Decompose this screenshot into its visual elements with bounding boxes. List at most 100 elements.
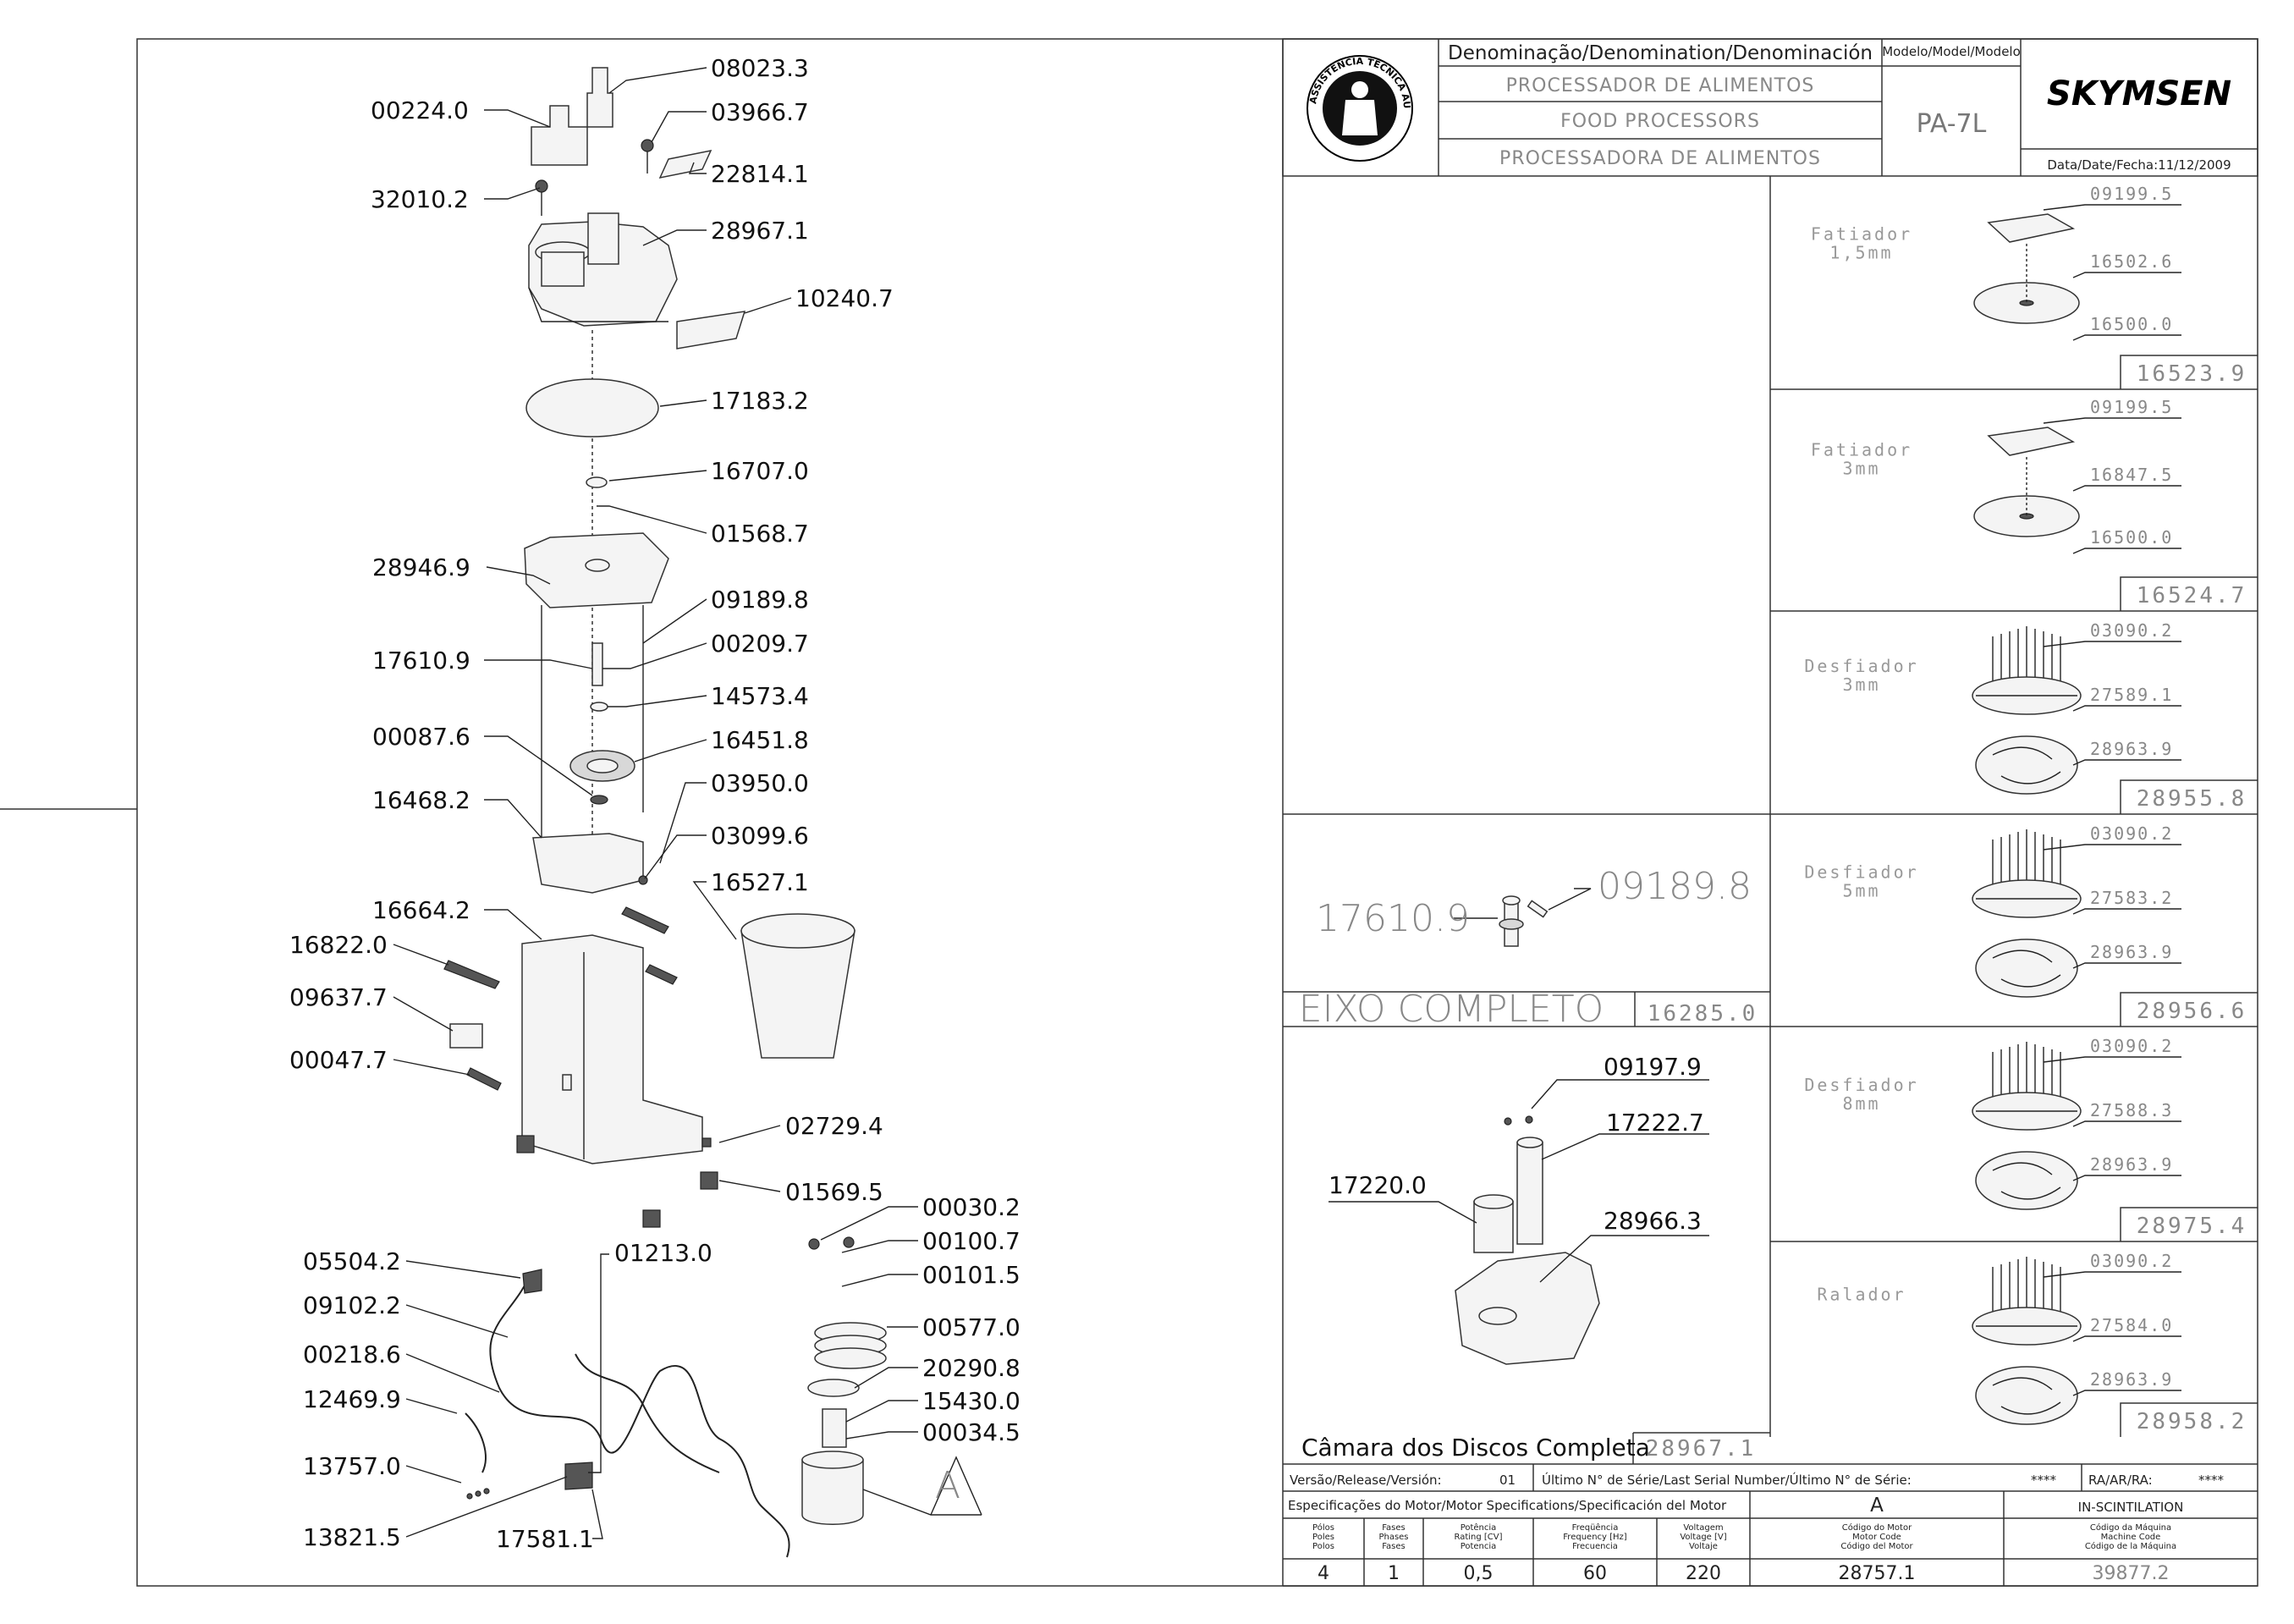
disc-part-label: 27588.3 (2090, 1100, 2173, 1120)
leader-line (2072, 485, 2181, 492)
label-plate (449, 1023, 483, 1049)
part-number-label: 08023.3 (711, 54, 809, 82)
disc-assembly-code: 28955.8 (2137, 786, 2247, 812)
table-header-cell: Código de la Máquina (2085, 1541, 2176, 1551)
part-number-label: 16468.2 (372, 786, 470, 814)
wire-harness (489, 1277, 790, 1558)
leader-line (393, 1059, 470, 1076)
part-number-label: 00100.7 (922, 1227, 1020, 1255)
table-value-cell: 28757.1 (1839, 1563, 1916, 1584)
chamber-panel-title: Câmara dos Discos Completa (1301, 1434, 1650, 1462)
leader-line (405, 1353, 500, 1393)
motor-body (801, 1459, 864, 1525)
table-header-cell: Freqüência (1572, 1522, 1619, 1533)
disc-name: Desfiador (1804, 862, 1918, 882)
part-number-label: 28967.1 (711, 217, 809, 245)
switch (645, 964, 678, 985)
terminal (483, 1488, 490, 1495)
disc-panel-content: Fatiador1,5mm16523.909199.516502.616500.… (1804, 184, 2258, 1437)
chamber-body (1455, 1252, 1600, 1365)
leader-line (2072, 759, 2181, 766)
blade-disc-slots (1992, 1377, 2061, 1415)
table-headers: PólosPolesPolosFasesPhasesFasesPotênciaR… (1312, 1522, 2176, 1551)
washer (586, 476, 608, 488)
foot (516, 1135, 535, 1153)
date-label: Data/Date/Fecha:11/12/2009 (2047, 157, 2231, 173)
disc-part-label: 28963.9 (2090, 942, 2173, 962)
housing (521, 934, 703, 1164)
shaft-panel-title: EIXO COMPLETO (1299, 988, 1604, 1031)
disc-name: Fatiador (1811, 440, 1912, 460)
leader-line (845, 1400, 918, 1423)
table-header-cell: Voltage [V] (1680, 1533, 1726, 1542)
brand-logo: SKYMSEN (2047, 74, 2231, 113)
part-number-label: 01568.7 (711, 520, 809, 548)
table-header-cell: Poles (1312, 1533, 1334, 1542)
foot (700, 1171, 718, 1190)
serial-label: Último N° de Série/Last Serial Number/Úl… (1542, 1472, 1912, 1488)
name-english: FOOD PROCESSORS (1560, 111, 1760, 132)
table-header-cell: Motor Code (1852, 1533, 1901, 1542)
table-value-cell: 1 (1388, 1563, 1400, 1584)
leader-line (608, 470, 707, 482)
pusher-large (531, 105, 588, 166)
leader-line (393, 944, 449, 966)
part-number-label: 14573.4 (711, 682, 809, 710)
model-header: Modelo/Model/Modelo (1882, 44, 2021, 59)
leader-line (2072, 1175, 2181, 1181)
ra-label: RA/AR/RA: (2088, 1473, 2153, 1488)
leader-line (841, 1274, 918, 1287)
chamber-small-rim (1516, 1137, 1543, 1148)
motor-detail-label: A (935, 1464, 960, 1507)
disc-panels: Fatiador1,5mm16523.909199.516502.616500.… (1769, 176, 2258, 1437)
name-spanish: PROCESSADORA DE ALIMENTOS (1499, 148, 1821, 169)
name-portuguese: PROCESSADOR DE ALIMENTOS (1506, 75, 1815, 96)
terminal (466, 1493, 473, 1500)
plate-hub (585, 559, 610, 572)
leader-line (608, 695, 707, 707)
shaft-part-label: 17610.9 (1316, 897, 1470, 940)
table-value-cell: 39877.2 (2093, 1563, 2170, 1584)
chamber-panel: 09197.9 17222.7 17220.0 28966.3 Câmara d… (1301, 1053, 1770, 1464)
disc-part-label: 16500.0 (2090, 527, 2173, 548)
detail-pointer (862, 1489, 982, 1516)
table-value-cell: 60 (1583, 1563, 1607, 1584)
disc-part-label: 16500.0 (2090, 314, 2173, 334)
disc-size: 3mm (1842, 459, 1880, 479)
ra-value: **** (2198, 1473, 2225, 1488)
part-number-label: 17183.2 (711, 387, 809, 415)
switch (443, 960, 500, 989)
screw (1504, 1117, 1512, 1126)
foot-washer (701, 1137, 712, 1148)
disc-name: Ralador (1817, 1284, 1906, 1304)
leader-line (718, 1125, 781, 1143)
model-value: PA-7L (1917, 109, 1987, 139)
leader (1531, 1079, 1709, 1109)
key-pin (1527, 900, 1549, 918)
gasket (807, 1379, 860, 1397)
leader-line (2043, 844, 2181, 851)
leader-line (2043, 204, 2181, 211)
connector (522, 1269, 542, 1294)
leader-line (688, 162, 707, 174)
chamber-feed-tube (1473, 1201, 1514, 1253)
leader-pin (1548, 888, 1592, 911)
part-number-label: 28946.9 (372, 553, 470, 581)
table-header-cell: Frecuencia (1572, 1542, 1618, 1551)
disc-part-label: 28963.9 (2090, 739, 2173, 759)
blade-disc-slots (1992, 746, 2061, 784)
detail-letter-frame (930, 1456, 982, 1516)
chamber-small-tube (1516, 1142, 1543, 1245)
version-label: Versão/Release/Versión: (1290, 1473, 1442, 1488)
lid-feed-tube (541, 251, 585, 287)
leader-line (2072, 705, 2181, 712)
leader (1539, 1235, 1709, 1283)
leader (1329, 1201, 1477, 1224)
disc-name: Fatiador (1811, 224, 1912, 245)
code-box (2120, 1207, 2258, 1241)
chamber-feed-rim (1473, 1194, 1514, 1209)
disc-part-label: 03090.2 (2090, 1036, 2173, 1056)
bracket (532, 833, 644, 894)
